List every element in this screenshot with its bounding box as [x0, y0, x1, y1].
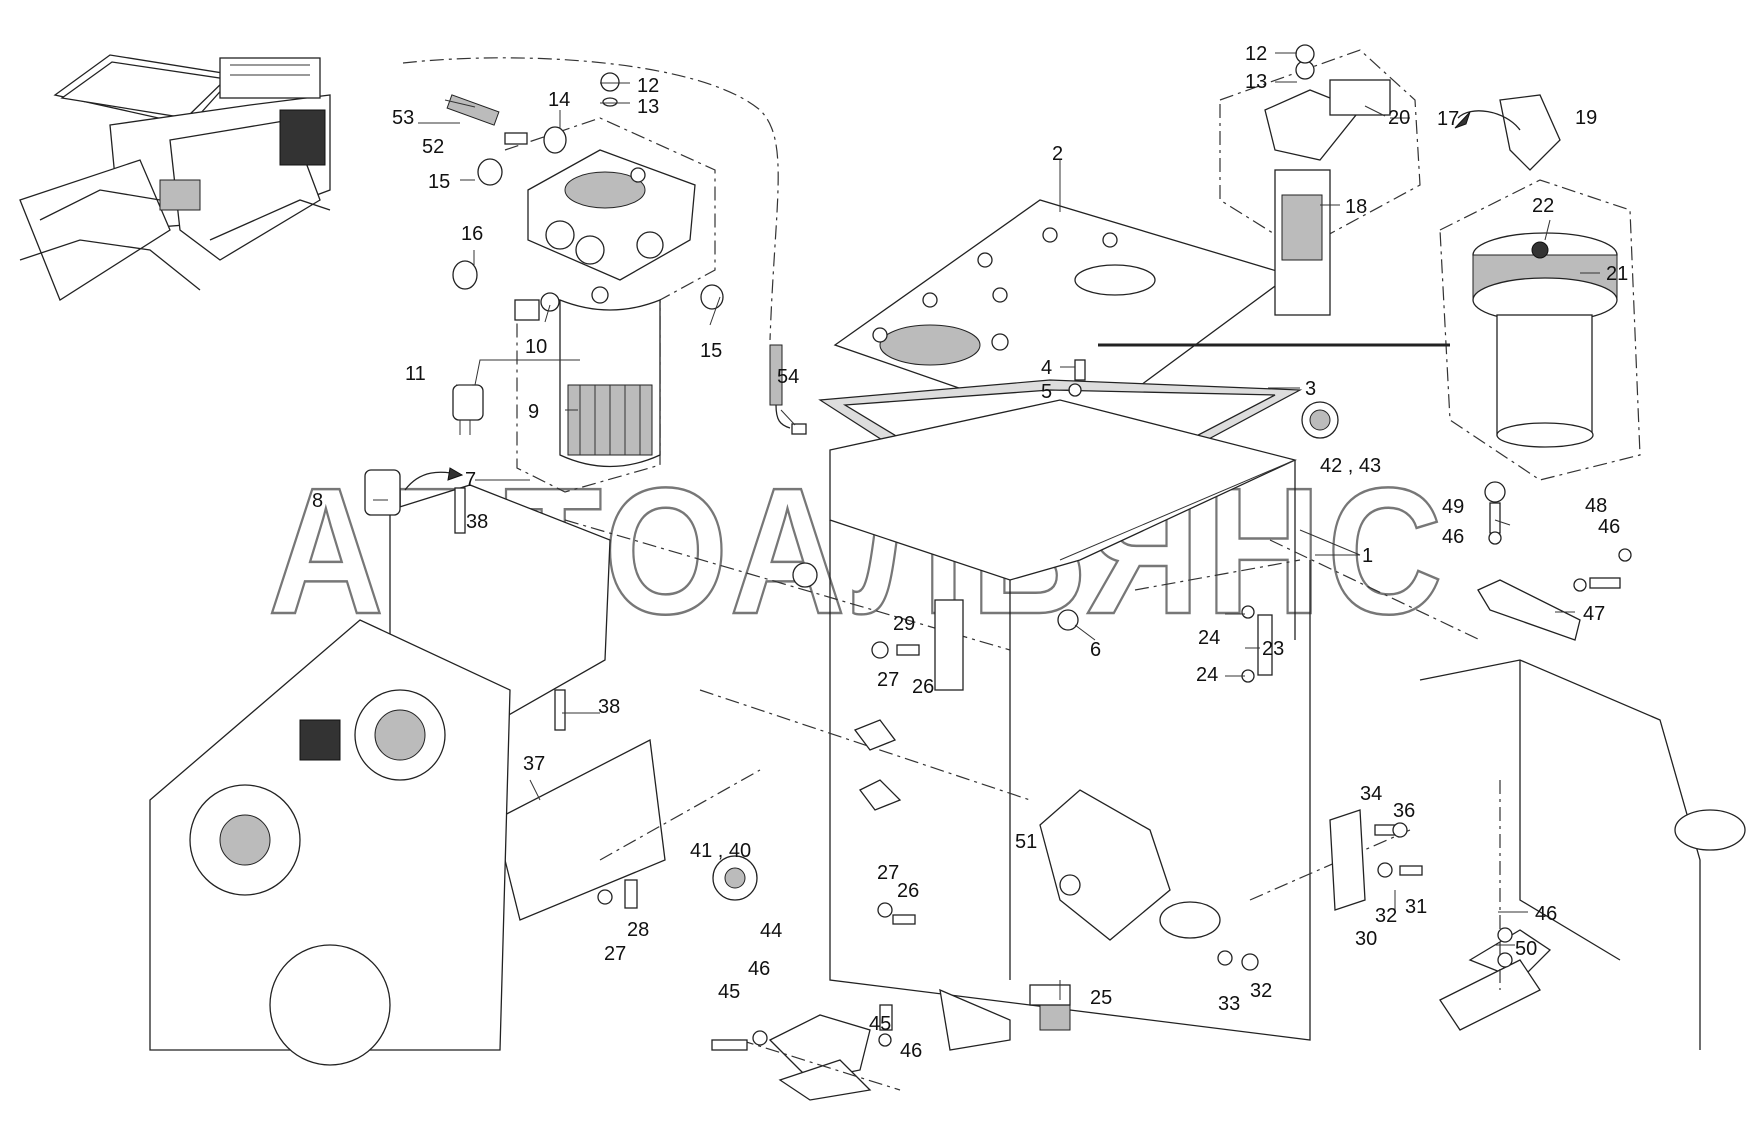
callout-12-a: 12	[637, 75, 659, 97]
callout-46-a: 46	[748, 958, 770, 980]
callout-25: 25	[1090, 987, 1112, 1009]
callout-3: 3	[1305, 378, 1316, 400]
callout-4: 4	[1041, 357, 1052, 379]
callout-46-d: 46	[1598, 516, 1620, 538]
callout-33: 33	[1218, 993, 1240, 1015]
callout-27-c: 27	[604, 943, 626, 965]
callout-26-a: 26	[912, 676, 934, 698]
callout-54: 54	[777, 366, 799, 388]
callout-32-a: 32	[1375, 905, 1397, 927]
callout-47: 47	[1583, 603, 1605, 625]
callout-19: 19	[1575, 107, 1597, 129]
callout-10: 10	[525, 336, 547, 358]
callout-17: 17	[1437, 108, 1459, 130]
machine-overview-thumbnail	[19, 54, 331, 301]
callout-13-b: 13	[1245, 71, 1267, 93]
callout-50: 50	[1515, 938, 1537, 960]
callout-16: 16	[461, 223, 483, 245]
callout-46-b: 46	[900, 1040, 922, 1062]
callout-53: 53	[392, 107, 414, 129]
callout-26-b: 26	[897, 880, 919, 902]
callout-32-b: 32	[1250, 980, 1272, 1002]
callout-49: 49	[1442, 496, 1464, 518]
callout-18: 18	[1345, 196, 1367, 218]
callout-38-b: 38	[598, 696, 620, 718]
callout-44: 44	[760, 920, 782, 942]
callout-8: 8	[312, 490, 323, 512]
return-filter-group	[402, 57, 807, 493]
callout-15-a: 15	[428, 171, 450, 193]
callout-46-c: 46	[1442, 526, 1464, 548]
callout-11: 11	[405, 363, 426, 385]
callout-27-a: 27	[877, 669, 899, 691]
leader-lines	[373, 52, 1600, 1000]
callout-15-b: 15	[700, 340, 722, 362]
callout-2: 2	[1052, 143, 1063, 165]
callout-30: 30	[1355, 928, 1377, 950]
chassis-and-brackets	[149, 484, 1746, 1101]
fasteners	[364, 359, 1632, 1051]
callout-51: 51	[1015, 831, 1037, 853]
callout-6: 6	[1090, 639, 1101, 661]
highlight-block-icon	[279, 109, 326, 166]
callout-38-a: 38	[466, 511, 488, 533]
callout-41-40: 41 , 40	[690, 840, 751, 862]
tank-cover-assembly	[818, 199, 1581, 1051]
callout-21: 21	[1606, 263, 1628, 285]
callout-24-a: 24	[1198, 627, 1220, 649]
callout-20: 20	[1388, 107, 1410, 129]
callout-27-b: 27	[877, 862, 899, 884]
callout-28: 28	[627, 919, 649, 941]
callout-labels: 1 2 3 4 5 6 7 8 9 10 11 12 12 13 13 14 1…	[312, 43, 1628, 1062]
callout-36: 36	[1393, 800, 1415, 822]
callout-29: 29	[893, 613, 915, 635]
callout-5: 5	[1041, 381, 1052, 403]
callout-13-a: 13	[637, 96, 659, 118]
callout-46-e: 46	[1535, 903, 1557, 925]
callout-31: 31	[1405, 896, 1427, 918]
callout-45-b: 45	[869, 1013, 891, 1035]
callout-24-b: 24	[1196, 664, 1218, 686]
callout-9: 9	[528, 401, 539, 423]
callout-7: 7	[465, 469, 476, 491]
callout-48: 48	[1585, 495, 1607, 517]
callout-42-43: 42 , 43	[1320, 455, 1381, 477]
callout-37: 37	[523, 753, 545, 775]
callout-52: 52	[422, 136, 444, 158]
callout-12-b: 12	[1245, 43, 1267, 65]
callout-34: 34	[1360, 783, 1382, 805]
callout-45-a: 45	[718, 981, 740, 1003]
callout-22: 22	[1532, 195, 1554, 217]
callout-14: 14	[548, 89, 570, 111]
breather-filter-group	[1098, 44, 1641, 481]
callout-23: 23	[1262, 638, 1284, 660]
callout-1: 1	[1362, 545, 1373, 567]
